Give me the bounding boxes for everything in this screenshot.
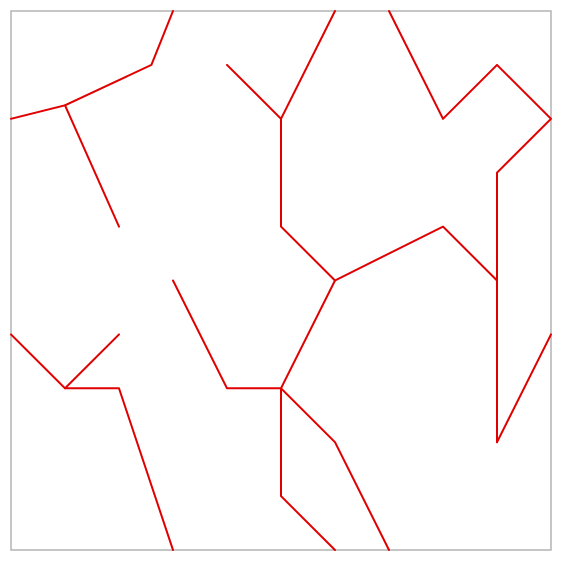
diagram-line-path-3 bbox=[226, 10, 336, 120]
diagram-line-path-2 bbox=[64, 104, 120, 228]
diagram-line-path-9 bbox=[172, 279, 282, 390]
diagram-line-path-1 bbox=[10, 10, 174, 120]
paths-layer bbox=[10, 10, 552, 551]
diagram-line-path-5 bbox=[388, 10, 552, 444]
diagram-line-path-8 bbox=[280, 279, 336, 390]
diagram-line-path-6 bbox=[334, 225, 498, 282]
diagram-line-path-13 bbox=[64, 387, 174, 551]
diagram-line-path-12 bbox=[10, 333, 120, 390]
diagram-line-path-4 bbox=[280, 117, 336, 282]
diagram-line-path-10 bbox=[280, 387, 390, 551]
diagram-line-path-11 bbox=[280, 387, 336, 551]
diagram-line-path-7 bbox=[496, 333, 552, 444]
diagram-frame bbox=[10, 10, 552, 551]
